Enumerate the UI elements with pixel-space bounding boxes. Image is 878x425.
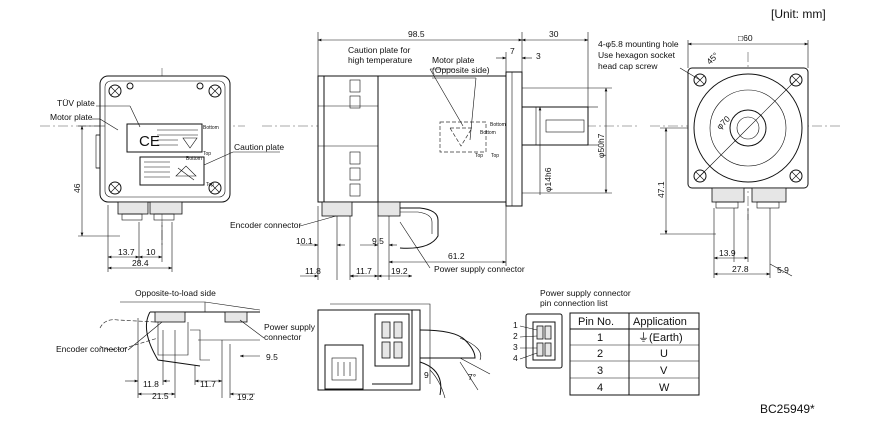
- encoder-connector-label: Encoder connector: [230, 220, 302, 230]
- side-view: Bottom Top Bottom Top Caution plate for …: [230, 29, 640, 280]
- dim-13-7: 13.7: [118, 247, 135, 257]
- left-end-view: CE Bottom Top Bottom Top TÜV plate Motor…: [40, 68, 284, 272]
- dim-11-8-b: 11.8: [143, 379, 159, 389]
- caution-high-temp-label-1: Caution plate for: [348, 45, 411, 55]
- encoder-connector-label-b: Encoder connector: [56, 344, 128, 354]
- dim-27-8: 27.8: [732, 264, 749, 274]
- plate-bottom-label: Bottom: [203, 125, 219, 131]
- corner-bolt-icon: [108, 82, 222, 195]
- pin-table-row2-app: U: [660, 348, 668, 360]
- caution-plate: [139, 156, 205, 186]
- dim-98-5: 98.5: [408, 29, 425, 39]
- pin-2-label: 2: [513, 331, 518, 341]
- plate-top-label: Top: [203, 151, 211, 157]
- dim-10-1: 10.1: [296, 236, 313, 246]
- pin-table-row1-app: ⏚(Earth): [638, 331, 683, 344]
- motor-plate-label: Motor plate: [50, 112, 93, 122]
- pin-table-header-app: Application: [633, 316, 687, 328]
- dim-10: 10: [146, 247, 156, 257]
- pin-1-label: 1: [513, 320, 518, 330]
- flange-view: φ70 45° 4-φ5.8 mounting hole Use hexagon…: [598, 33, 840, 278]
- caution-high-temp-label-2: high temperature: [348, 55, 413, 65]
- side-top-label-2: Top: [491, 153, 499, 159]
- dim-19-2: 19.2: [391, 266, 408, 276]
- caution-bottom-label: Bottom: [186, 156, 202, 162]
- motor-plate-opposite-label-2: (Opposite side): [432, 65, 490, 75]
- dim-21-5: 21.5: [152, 391, 169, 401]
- power-connector-label-b1: Power supply: [264, 322, 316, 332]
- pin-table-row1-pin: 1: [597, 332, 603, 344]
- dim-phi14h6: φ14h6: [543, 167, 553, 192]
- pin-list-title-1: Power supply connector: [540, 288, 631, 298]
- dim-61-2: 61.2: [448, 251, 465, 261]
- dim-9: 9: [424, 370, 429, 380]
- drawing-code: BC25949*: [760, 402, 815, 416]
- pin-table-row2-pin: 2: [597, 348, 603, 360]
- dim-19-2-b: 19.2: [237, 392, 254, 402]
- pin-4-label: 4: [513, 353, 518, 363]
- dim-11-8: 11.8: [305, 266, 321, 276]
- dim-5-9: 5.9: [777, 265, 789, 275]
- dim-46: 46: [72, 183, 82, 193]
- pin-3-label: 3: [513, 342, 518, 352]
- side-bottom-label: Bottom: [490, 122, 506, 128]
- dim-11-7-b: 11.7: [200, 379, 216, 389]
- dim-28-4: 28.4: [132, 258, 149, 268]
- dim-45deg: 45°: [704, 50, 720, 66]
- pin-list-title-2: pin connection list: [540, 298, 608, 308]
- dim-11-7: 11.7: [356, 266, 372, 276]
- pin-table-row4-app: W: [659, 382, 670, 394]
- caution-top-label: Top: [206, 182, 214, 188]
- opposite-to-load-detail: Opposite-to-load side 11.8 11.7 21.5 19.…: [56, 288, 316, 402]
- dim-13-9: 13.9: [719, 248, 736, 258]
- ce-mark: CE: [139, 133, 160, 150]
- pin-table-row3-pin: 3: [597, 365, 603, 377]
- dim-phi50h7: φ50h7: [596, 133, 606, 158]
- mounting-hole-label-3: head cap screw: [598, 61, 658, 71]
- dim-7deg: 7°: [468, 372, 476, 382]
- power-connector-label-b2: connector: [264, 332, 301, 342]
- opposite-to-load-label: Opposite-to-load side: [135, 288, 216, 298]
- pin-connection-list: Power supply connector pin connection li…: [513, 288, 700, 396]
- dim-9-5: 9.5: [372, 236, 384, 246]
- dim-47-1: 47.1: [656, 181, 666, 198]
- side-bottom-label-2: Bottom: [480, 130, 496, 136]
- power-connector-label: Power supply connector: [434, 264, 525, 274]
- caution-plate-label: Caution plate: [234, 142, 284, 152]
- pin-table-header-pin: Pin No.: [578, 316, 614, 328]
- mounting-hole-label-1: 4-φ5.8 mounting hole: [598, 39, 679, 49]
- connector-perspective-view: 7° 9: [317, 303, 491, 399]
- unit-label: [Unit: mm]: [771, 7, 826, 21]
- dim-sq60: □60: [738, 33, 753, 43]
- tuv-plate-label: TÜV plate: [57, 98, 95, 108]
- pin-table-row3-app: V: [660, 365, 668, 377]
- dim-30: 30: [549, 29, 559, 39]
- dim-3: 3: [536, 51, 541, 61]
- motor-plate-opposite-label-1: Motor plate: [432, 55, 475, 65]
- dim-7: 7: [510, 46, 515, 56]
- dim-9-5-b: 9.5: [266, 352, 278, 362]
- mounting-hole-label-2: Use hexagon socket: [598, 50, 676, 60]
- pin-table-row4-pin: 4: [597, 382, 603, 394]
- side-top-label: Top: [475, 153, 483, 159]
